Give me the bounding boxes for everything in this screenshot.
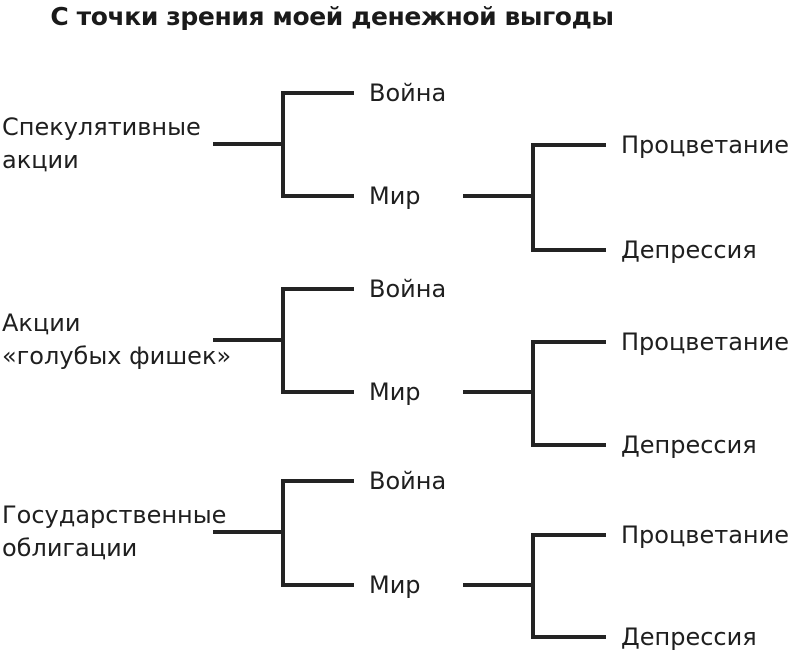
diagram-title: С точки зрения моей денежной выгоды	[50, 2, 614, 31]
prosperity-branch-line	[533, 533, 606, 537]
prosperity-node-label: Процветание	[621, 131, 789, 159]
root-stem-line	[213, 338, 283, 342]
root-node-label-line2: акции	[2, 146, 79, 174]
branch-junction-line	[281, 91, 285, 198]
root-node-label-line1: Государственные	[2, 501, 227, 529]
depression-branch-line	[533, 635, 606, 639]
branch-junction-line	[281, 287, 285, 394]
peace-junction-line	[531, 143, 535, 252]
peace-stem-line	[463, 583, 533, 587]
peace-stem-line	[463, 194, 533, 198]
war-node-label: Война	[369, 275, 447, 303]
root-node-label-line2: облигации	[2, 534, 138, 562]
war-node-label: Война	[369, 79, 447, 107]
peace-stem-line	[463, 390, 533, 394]
depression-node-label: Депрессия	[621, 623, 757, 651]
peace-node-label: Мир	[369, 182, 421, 210]
war-branch-line	[283, 479, 354, 483]
prosperity-branch-line	[533, 340, 606, 344]
depression-node-label: Депрессия	[621, 431, 757, 459]
depression-branch-line	[533, 443, 606, 447]
war-branch-line	[283, 91, 354, 95]
root-node-label-line2: «голубых фишек»	[2, 342, 232, 370]
branch-junction-line	[281, 479, 285, 587]
root-node-label-line1: Акции	[2, 309, 81, 337]
root-node-label: Спекулятивные акции	[2, 111, 201, 177]
prosperity-node-label: Процветание	[621, 328, 789, 356]
peace-junction-line	[531, 533, 535, 639]
root-node-label: Акции «голубых фишек»	[2, 307, 231, 373]
root-node-label-line1: Спекулятивные	[2, 113, 201, 141]
depression-branch-line	[533, 248, 606, 252]
peace-junction-line	[531, 340, 535, 447]
peace-node-label: Мир	[369, 378, 421, 406]
peace-branch-line	[283, 194, 354, 198]
root-stem-line	[213, 142, 283, 146]
peace-branch-line	[283, 583, 354, 587]
peace-node-label: Мир	[369, 571, 421, 599]
prosperity-node-label: Процветание	[621, 521, 789, 549]
prosperity-branch-line	[533, 143, 606, 147]
root-node-label: Государственные облигации	[2, 499, 226, 565]
war-branch-line	[283, 287, 354, 291]
depression-node-label: Депрессия	[621, 236, 757, 264]
peace-branch-line	[283, 390, 354, 394]
war-node-label: Война	[369, 467, 447, 495]
root-stem-line	[213, 530, 283, 534]
